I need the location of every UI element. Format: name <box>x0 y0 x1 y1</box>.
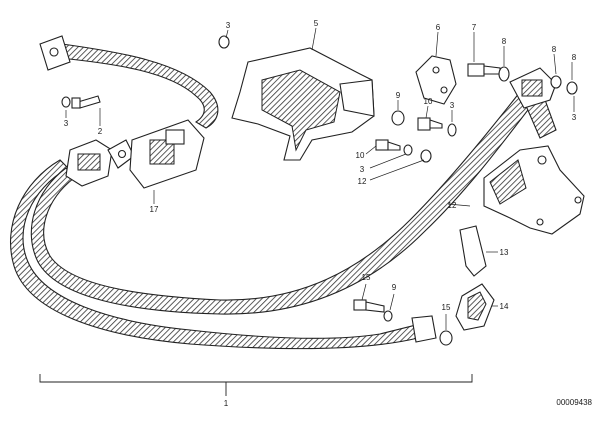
upper-anchor-plate <box>39 35 71 71</box>
callout-10b: 10 <box>356 151 365 160</box>
callout-12b: 12 <box>448 201 457 210</box>
callout-8c: 8 <box>572 53 577 62</box>
nut-12-lower <box>420 149 432 163</box>
callout-9b: 9 <box>392 283 397 292</box>
callout-8a: 8 <box>502 37 507 46</box>
washer-3-lower <box>403 144 413 156</box>
bolt-10-lower <box>375 139 401 151</box>
washer-3-mid <box>447 123 457 137</box>
washer-3-left <box>61 96 71 108</box>
bolt-10-mid <box>417 117 443 131</box>
upper-belt-strap <box>59 43 219 129</box>
nut-9-mid <box>391 110 405 126</box>
leader-lines <box>65 27 575 330</box>
upper-right-guide <box>509 67 557 109</box>
document-number: 00009438 <box>556 398 592 407</box>
grommet-14 <box>455 283 495 331</box>
callout-12a: 12 <box>358 177 367 186</box>
anchor-plate-bottom <box>411 315 437 343</box>
callout-4: 3 <box>226 21 231 30</box>
washer-3-bottom <box>383 310 393 322</box>
callout-6: 6 <box>436 23 441 32</box>
nut-15-bottom <box>439 330 453 346</box>
belt-buckle-17 <box>129 119 205 189</box>
callout-3c: 3 <box>360 165 365 174</box>
washer-9-top <box>550 75 562 89</box>
callout-8b: 8 <box>552 45 557 54</box>
assembly-bracket <box>39 374 473 396</box>
callout-2: 2 <box>98 127 103 136</box>
cover-housing-5 <box>231 47 375 161</box>
nut-8-top <box>498 66 510 82</box>
callout-3a: 3 <box>572 113 577 122</box>
callout-13: 13 <box>500 248 509 257</box>
callout-15b: 15 <box>442 303 451 312</box>
callout-labels: 3 5 6 7 8 8 8 3 9 10 3 10 3 12 12 13 14 … <box>64 19 577 408</box>
bolt-7 <box>467 63 501 77</box>
guide-clip-13 <box>459 225 487 277</box>
callout-10a: 10 <box>424 97 433 106</box>
callout-7: 7 <box>472 23 477 32</box>
callout-1: 1 <box>224 399 229 408</box>
mounting-plate-6 <box>415 55 457 105</box>
nut-8-right <box>566 81 578 95</box>
lap-belt-strap-outer <box>10 159 421 350</box>
bolt-15-lower <box>353 299 385 313</box>
buckle-tongue <box>65 139 113 187</box>
callout-3d: 3 <box>64 119 69 128</box>
callout-14: 14 <box>500 302 509 311</box>
callout-17: 17 <box>150 205 159 214</box>
lower-right-bracket <box>483 145 585 235</box>
callout-3b: 3 <box>450 101 455 110</box>
small-screw-4 <box>218 35 230 49</box>
callout-5: 5 <box>314 19 319 28</box>
callout-15a: 15 <box>362 273 371 282</box>
callout-9a: 9 <box>396 91 401 100</box>
anchor-bolt-2 <box>71 95 101 109</box>
